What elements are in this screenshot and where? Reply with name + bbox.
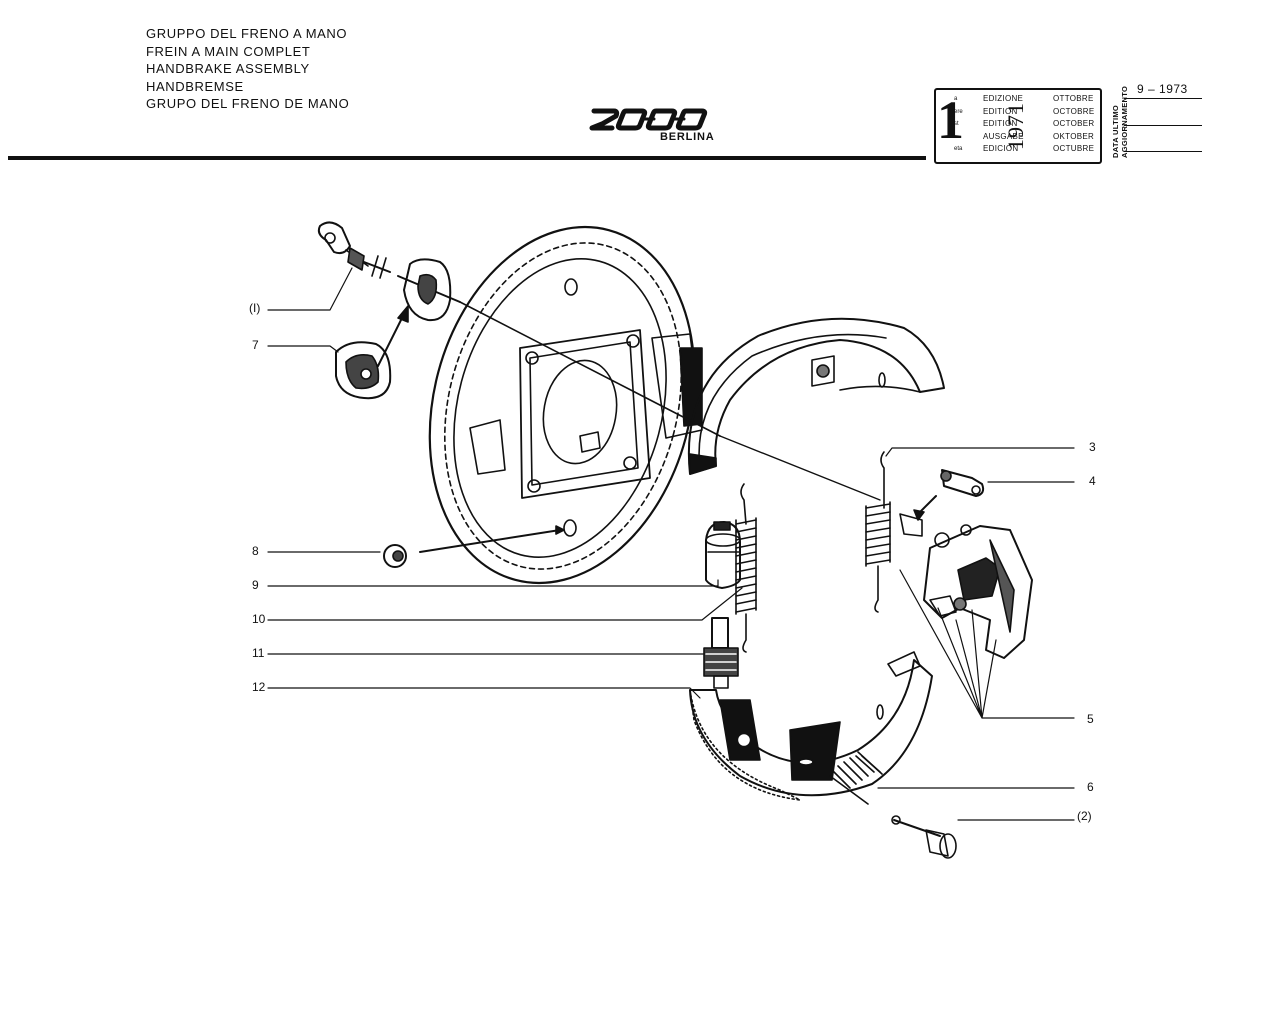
title-spanish: GRUPO DEL FRENO DE MANO xyxy=(146,96,350,111)
callout-i: (I) xyxy=(249,301,261,315)
month-es: OCTUBRE xyxy=(1053,144,1095,153)
callout-12: 12 xyxy=(252,680,266,694)
month-fr: OCTOBRE xyxy=(1053,106,1095,116)
edition-months: OTTOBRE OCTOBRE OCTOBER OKTOBER OCTUBRE xyxy=(1053,93,1095,156)
month-it: OTTOBRE xyxy=(1053,94,1094,103)
ordinal-fr: ere xyxy=(954,108,963,115)
spring-part-10 xyxy=(735,483,757,653)
backing-plate xyxy=(428,225,703,585)
edition-ordinals: a ere st . eta xyxy=(954,93,963,156)
model-logo xyxy=(588,104,714,137)
edition-number: 1 xyxy=(937,90,964,150)
callout-5: 5 xyxy=(1087,712,1094,726)
callout-7: 7 xyxy=(252,338,259,352)
update-line-1 xyxy=(1124,98,1202,99)
handbrake-lever-part-5 xyxy=(923,524,1033,659)
update-line-3 xyxy=(1124,151,1202,152)
edition-word-fr: EDITION xyxy=(983,106,1018,116)
lower-brake-shoe xyxy=(689,651,933,801)
title-english: HANDBRAKE ASSEMBLY xyxy=(146,61,310,76)
model-name: BERLINA xyxy=(660,131,715,143)
adjuster-housing-part-9 xyxy=(705,521,741,589)
month-de: OKTOBER xyxy=(1053,131,1095,141)
ordinal-de: . xyxy=(954,133,956,140)
grommet-part-7 xyxy=(335,305,409,400)
ordinal-es: eta xyxy=(954,146,963,152)
callout-4: 4 xyxy=(1089,474,1096,488)
upper-brake-shoe xyxy=(687,317,945,475)
month-en: OCTOBER xyxy=(1053,119,1095,128)
title-block: GRUPPO DEL FRENO A MANO FREIN A MAIN COM… xyxy=(146,25,349,113)
handbrake-cable xyxy=(317,221,881,501)
header-rule xyxy=(8,156,926,160)
edition-word-de: AUSGABE xyxy=(983,131,1024,141)
edition-word-it: EDIZIONE xyxy=(983,94,1024,103)
return-spring-part-3 xyxy=(865,451,891,613)
ordinal-en: st xyxy=(954,121,959,127)
logo-2000-mark xyxy=(589,108,708,131)
update-line-2 xyxy=(1124,125,1202,126)
title-italian: GRUPPO DEL FRENO A MANO xyxy=(146,26,348,41)
title-german: HANDBREMSE xyxy=(146,78,244,94)
callout-9: 9 xyxy=(252,578,259,592)
ordinal-it: a xyxy=(954,96,958,102)
edition-word-es: EDICION xyxy=(983,144,1019,153)
title-french: FREIN A MAIN COMPLET xyxy=(146,43,311,59)
callout-2: (2) xyxy=(1077,809,1092,823)
callout-10: 10 xyxy=(252,612,266,626)
callout-8: 8 xyxy=(252,544,259,558)
clevis-part-4 xyxy=(899,469,985,537)
edition-word-en: EDITION xyxy=(983,119,1018,128)
edition-box xyxy=(934,88,1102,164)
hold-down-pin-part-2 xyxy=(891,815,957,859)
callout-6: 6 xyxy=(1087,780,1094,794)
hold-down-spring-part-6 xyxy=(829,751,883,805)
washer-part-8 xyxy=(383,525,565,568)
last-update-date: 9 – 1973 xyxy=(1137,82,1188,96)
callout-3: 3 xyxy=(1089,440,1096,454)
callout-leader-lines xyxy=(267,267,1075,821)
edition-words: EDIZIONE EDITION EDITION AUSGABE EDICION xyxy=(983,93,1024,156)
callout-11: 11 xyxy=(252,646,265,660)
adjuster-wheel-part-11 xyxy=(703,617,739,689)
